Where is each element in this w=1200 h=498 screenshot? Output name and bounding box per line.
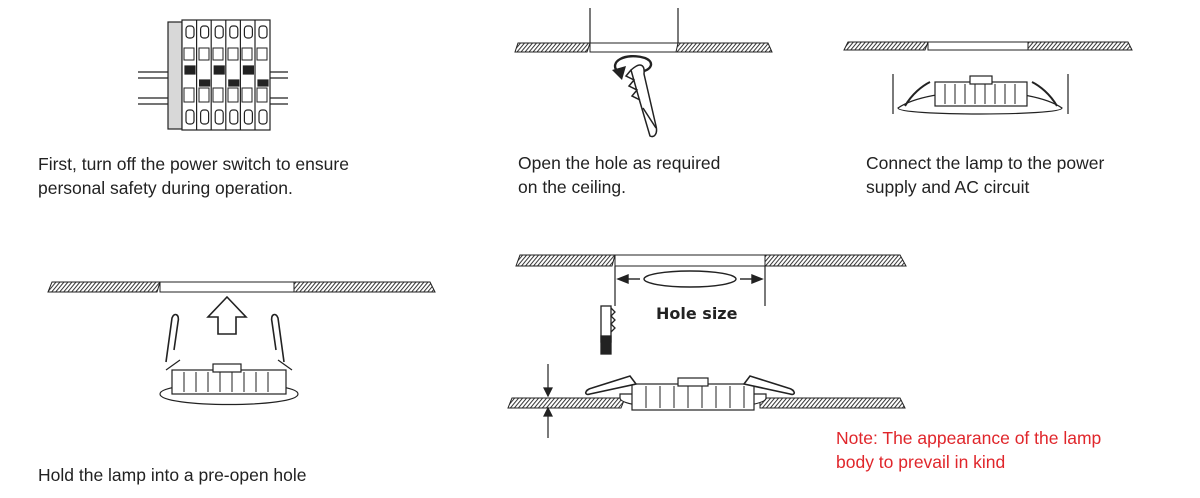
hole-size-label: Hole size: [656, 304, 738, 323]
rotation-arrow-icon: [612, 55, 653, 80]
appearance-note-line-1: Note: The appearance of the lamp: [836, 428, 1102, 448]
step-3-caption: Connect the lamp to the power supply and…: [866, 151, 1104, 199]
ceiling-panel-step5-installed: [507, 397, 906, 409]
ceiling-panel-step4: [47, 281, 436, 293]
hole-size-dimension: [616, 270, 764, 288]
spring-clip-icon: [165, 313, 285, 363]
appearance-note: Note: The appearance of the lamp body to…: [836, 426, 1101, 474]
ceiling-panel-step5: [515, 254, 907, 306]
step-4-caption: Hold the lamp into a pre-open hole: [38, 463, 307, 487]
saw-icon: [624, 64, 658, 138]
saw-icon: [600, 305, 616, 355]
step-1-caption-line-2: personal safety during operation.: [38, 178, 293, 198]
step-2-caption-line-2: on the ceiling.: [518, 177, 626, 197]
circuit-breaker-icon: [138, 19, 288, 131]
spring-clip-icon: [584, 375, 796, 396]
ceiling-panel-step3: [843, 41, 1133, 114]
step-1-caption: First, turn off the power switch to ensu…: [38, 152, 349, 200]
downlight-lamp-icon: [159, 359, 299, 406]
appearance-note-line-2: body to prevail in kind: [836, 452, 1006, 472]
step-1-caption-line-1: First, turn off the power switch to ensu…: [38, 154, 349, 174]
step-4-caption-line-1: Hold the lamp into a pre-open hole: [38, 465, 307, 485]
step-2-caption: Open the hole as required on the ceiling…: [518, 151, 720, 199]
step-3-caption-line-2: supply and AC circuit: [866, 177, 1030, 197]
up-arrow-icon: [206, 295, 248, 335]
downlight-lamp-icon: [897, 75, 1063, 115]
downlight-lamp-icon: [619, 377, 767, 411]
step-2-caption-line-1: Open the hole as required: [518, 153, 721, 173]
thickness-arrows: [543, 364, 553, 438]
step-3-caption-line-1: Connect the lamp to the power: [866, 153, 1105, 173]
ceiling-panel-step2: [514, 8, 773, 53]
